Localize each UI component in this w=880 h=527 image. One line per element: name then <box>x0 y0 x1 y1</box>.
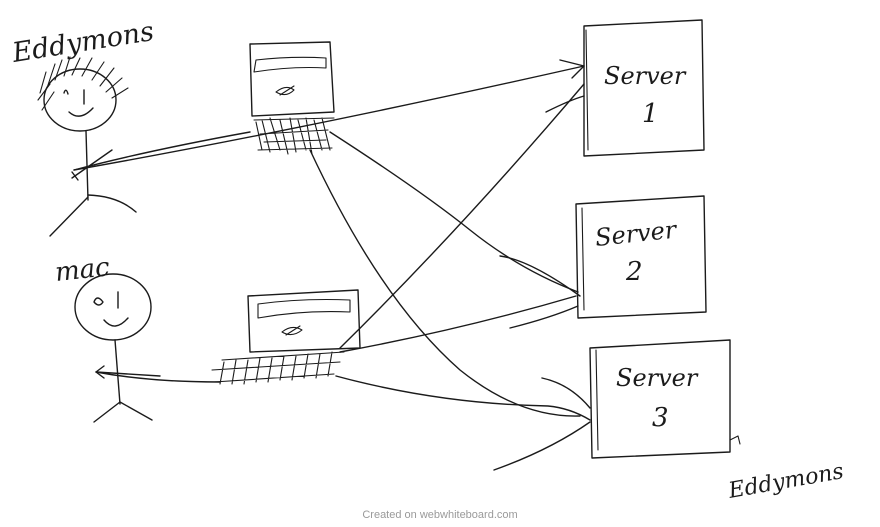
line-computer2-to-server2 <box>339 295 577 353</box>
server-2-number: 2 <box>625 257 643 287</box>
line-server3-return <box>493 421 591 471</box>
user-mac-name: mac <box>54 252 112 288</box>
server-edge <box>595 349 599 451</box>
server-3-label: Server <box>616 364 699 392</box>
monitor-frame <box>249 41 335 117</box>
signature: Eddymons <box>726 459 846 504</box>
user-eddymons-name: Eddymons <box>9 16 156 69</box>
line-computer2-to-server1 <box>339 83 585 349</box>
legs-line <box>93 401 153 423</box>
hair-scribble <box>37 56 129 111</box>
arrow-server1-side <box>545 95 585 113</box>
server-3-number: 3 <box>652 403 669 433</box>
footer-credit: Created on webwhiteboard.com <box>362 509 518 521</box>
line-server2-return <box>509 305 579 329</box>
corner-mark <box>729 435 741 445</box>
body-line <box>114 339 121 405</box>
disk-icon <box>275 85 295 96</box>
keyboard-scribble <box>253 117 335 155</box>
server-1-number: 1 <box>642 99 659 129</box>
server-box <box>589 339 731 459</box>
face-head <box>43 68 117 132</box>
line-computer1-to-server2 <box>329 131 579 293</box>
server-edge <box>585 29 589 151</box>
arrow-server2 <box>499 255 581 297</box>
body-line <box>85 130 89 201</box>
arms-line <box>95 365 161 379</box>
server-2-label: Server <box>594 215 679 252</box>
face-head <box>74 273 152 341</box>
disk-icon <box>281 325 303 336</box>
arrow-server1-top <box>559 59 585 79</box>
server-3: Server 3 <box>589 339 741 459</box>
computer-bottom <box>211 289 361 385</box>
line-user1-to-computer1 <box>73 131 251 171</box>
line-user2-to-computer2 <box>95 371 221 383</box>
server-1-label: Server <box>604 62 687 90</box>
legs-line <box>49 194 137 237</box>
line-user1-to-server1 <box>73 65 585 171</box>
server-box <box>583 19 705 157</box>
server-edge <box>581 207 585 311</box>
server-1: Server 1 <box>583 19 705 157</box>
eye-left <box>63 89 69 95</box>
user-eddymons: Eddymons <box>9 16 156 237</box>
arms-line <box>71 149 113 181</box>
monitor-slot <box>257 298 351 319</box>
arrow-server3 <box>541 377 591 409</box>
monitor-slot <box>253 56 327 73</box>
line-computer1-to-server3 <box>309 149 581 417</box>
eye-left <box>93 297 104 306</box>
smile <box>103 317 129 327</box>
user-mac: mac <box>54 252 161 423</box>
server-2: Server 2 <box>575 195 707 319</box>
keyboard-scribble <box>211 351 345 385</box>
computer-top <box>249 41 335 155</box>
line-computer2-to-server3 <box>335 375 591 421</box>
server-box <box>575 195 707 319</box>
connections <box>73 59 591 471</box>
smile <box>68 107 94 117</box>
